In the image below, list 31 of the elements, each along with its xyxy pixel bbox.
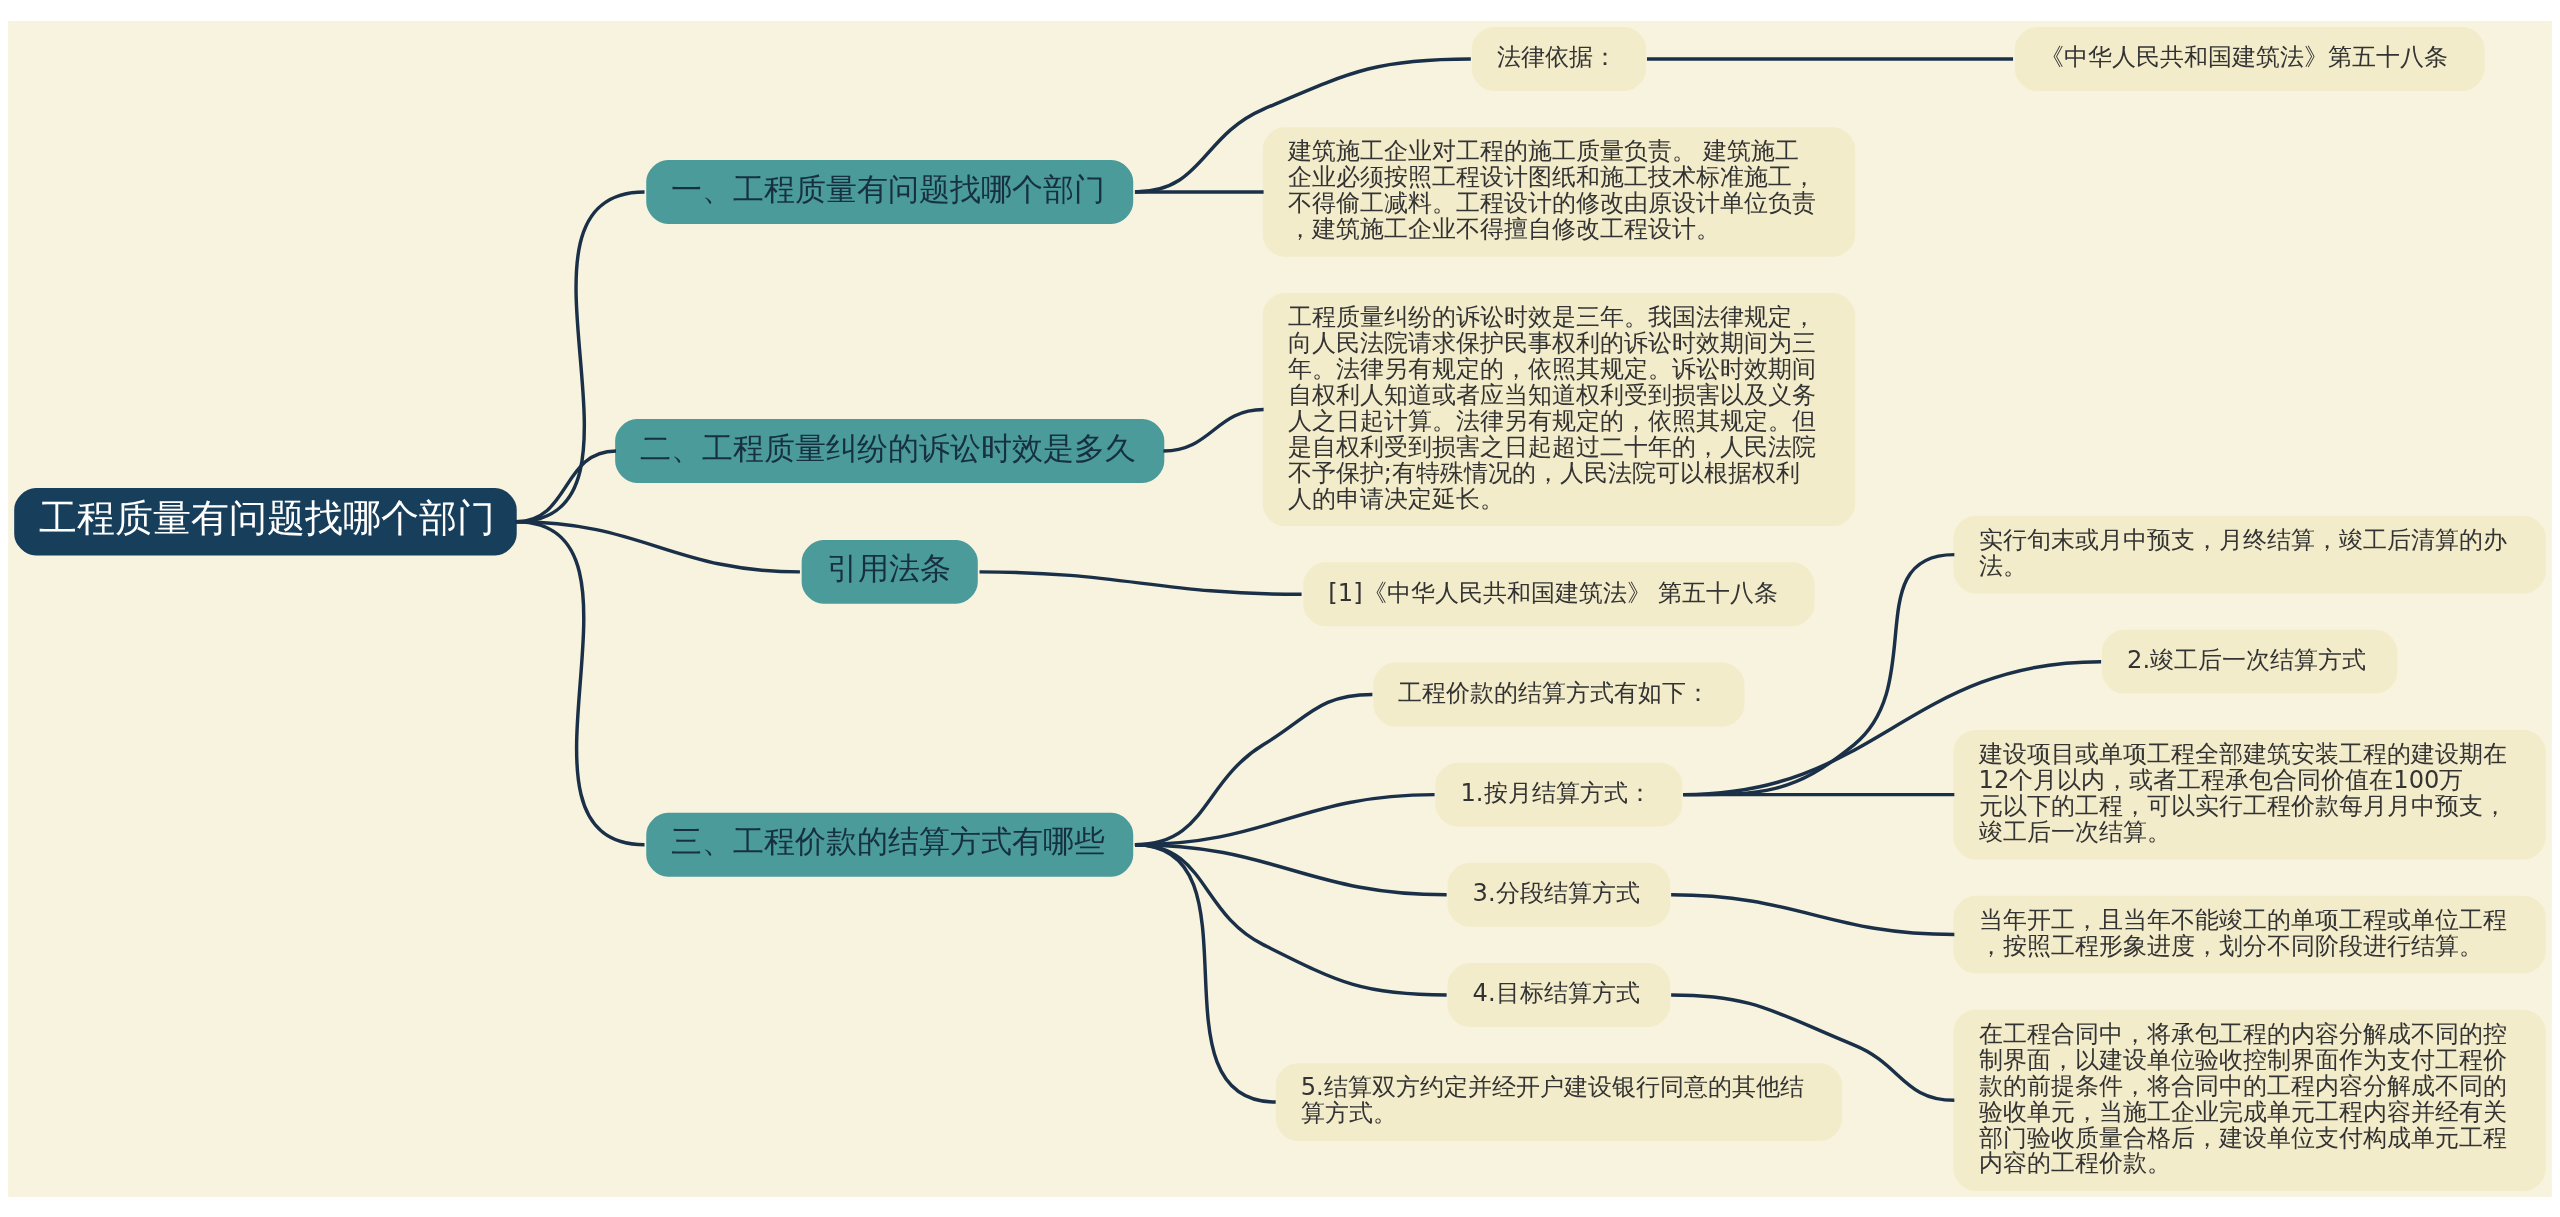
node-box: 引用法条 bbox=[801, 539, 978, 604]
node-box: 当年开工，且当年不能竣工的单项工程或单位工程，按照工程形象进度，划分不同阶段进行结算。 bbox=[1953, 895, 2546, 973]
node-box: 实行旬末或月中预支，月终结算，竣工后清算的办法。 bbox=[1953, 515, 2546, 593]
connector bbox=[1671, 892, 1955, 936]
connector bbox=[979, 569, 1302, 596]
node-box: 《中华人民共和国建筑法》第五十八条 bbox=[2014, 26, 2485, 91]
connector bbox=[1163, 407, 1264, 453]
connector bbox=[1646, 56, 2014, 61]
node-box: 工程价款的结算方式有如下： bbox=[1373, 662, 1745, 726]
connector bbox=[1134, 189, 1264, 194]
connector bbox=[1683, 552, 1955, 796]
node-box: 2.竣工后一次结算方式 bbox=[2102, 629, 2398, 694]
connector bbox=[1683, 659, 2102, 796]
node-box: 工程质量纠纷的诉讼时效是三年。我国法律规定，向人民法院请求保护民事权利的诉讼时效期间为三年。法律另有规定的，依照其规定。诉讼时效期间自权利人知道或者应当知道权利受到损害以及义务人之日起计算。法律另有规定的，依照其规定。但是自权利受到损害之日起超过二十年的，人民法院不予保护;有特殊情况的，人民法院可以根据权利人的申请决定延长。 bbox=[1262, 292, 1856, 526]
connector bbox=[1683, 792, 1955, 796]
node-box: 法律依据： bbox=[1471, 26, 1647, 91]
connector bbox=[1134, 56, 1471, 194]
node-box: 工程质量有问题找哪个部门 bbox=[14, 487, 517, 555]
node-box: 建筑施工企业对工程的施工质量负责。 建筑施工企业必须按照工程设计图纸和施工技术标准施工，不得偷工减料。工程设计的修改由原设计单位负责，建筑施工企业不得擅自修改工程设计。 bbox=[1262, 126, 1856, 257]
node-box: 3.分段结算方式 bbox=[1447, 862, 1671, 927]
node-box: 5.结算双方约定并经开户建设银行同意的其他结算方式。 bbox=[1275, 1062, 1843, 1141]
connector bbox=[1134, 842, 1276, 1104]
node-box: 建设项目或单项工程全部建筑安装工程的建设期在12个月以内，或者工程承包合同价值在100万元以下的工程，可以实行工程价款每月月中预支，竣工后一次结算。 bbox=[1953, 729, 2546, 859]
node-box: 在工程合同中，将承包工程的内容分解成不同的控制界面，以建设单位验收控制界面作为支付工程价款的前提条件，将合同中的工程内容分解成不同的验收单元，当施工企业完成单元工程内容并经有关部门验收质量合格后，建设单位支付构成单元工程内容的工程价款。 bbox=[1953, 1009, 2546, 1191]
node-box: 二、工程质量纠纷的诉讼时效是多久 bbox=[615, 418, 1165, 483]
node-box: 4.目标结算方式 bbox=[1447, 962, 1671, 1027]
node-box: [1]《中华人民共和国建筑法》 第五十八条 bbox=[1303, 561, 1815, 626]
node-box: 三、工程价款的结算方式有哪些 bbox=[646, 812, 1134, 877]
node-box: 1.按月结算方式： bbox=[1435, 762, 1683, 827]
connector bbox=[1671, 992, 1955, 1102]
node-box: 一、工程质量有问题找哪个部门 bbox=[646, 159, 1134, 224]
